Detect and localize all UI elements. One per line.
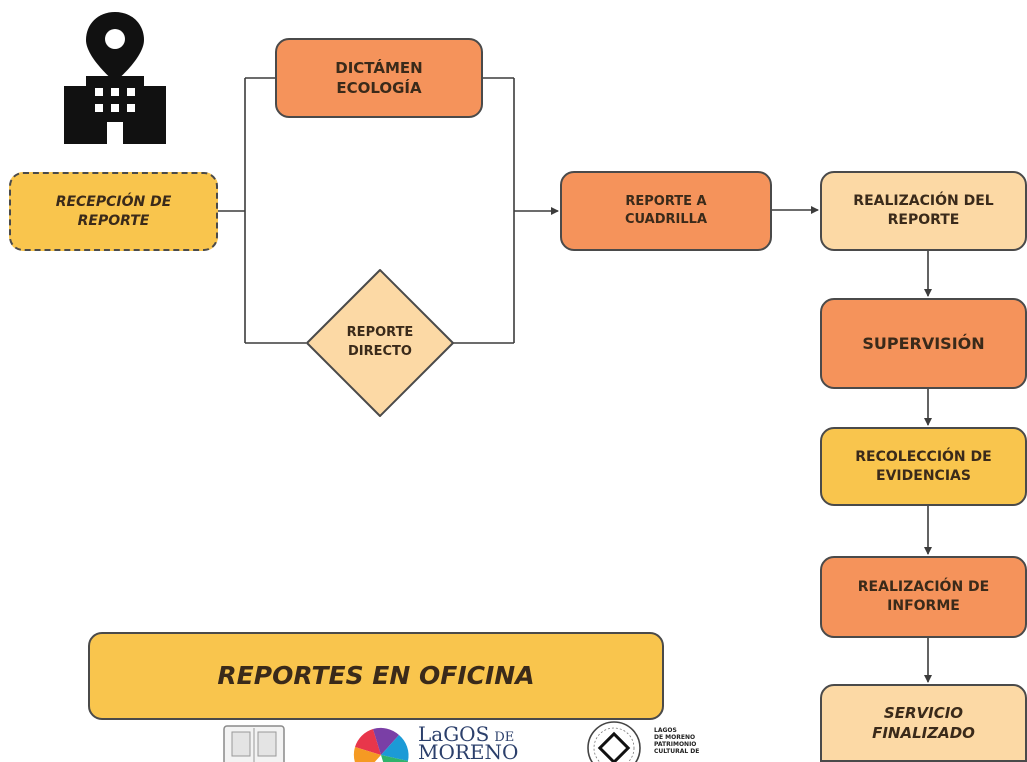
node-servicio-finalizado-label: SERVICIO FINALIZADO: [872, 703, 975, 742]
lagos-de-moreno-wordmark: LaGOS DE MORENO: [418, 722, 518, 762]
node-reporte-directo-diamond: [306, 269, 454, 417]
heritage-seal-icon: [587, 721, 641, 762]
location-pin-building-icon: [64, 12, 166, 144]
node-realizacion-reporte-label: REALIZACIÓN DEL REPORTE: [853, 193, 994, 228]
lagos-wordmark-line2: MORENO: [418, 740, 519, 762]
patrimonio-text: LAGOS DE MORENO PATRIMONIO CULTURAL DE: [654, 727, 700, 755]
node-realizacion-informe: REALIZACIÓN DE INFORME: [820, 556, 1027, 638]
node-recepcion-reporte-label: RECEPCIÓN DE REPORTE: [55, 193, 172, 229]
node-servicio-finalizado: SERVICIO FINALIZADO: [820, 684, 1027, 762]
node-realizacion-reporte: REALIZACIÓN DEL REPORTE: [820, 171, 1027, 251]
pinwheel-logo-icon: [353, 727, 409, 762]
node-recoleccion-evidencias: RECOLECCIÓN DE EVIDENCIAS: [820, 427, 1027, 506]
node-recepcion-reporte: RECEPCIÓN DE REPORTE: [9, 172, 218, 251]
node-supervision-label: SUPERVISIÓN: [862, 333, 985, 353]
node-reporte-directo-label: REPORTE DIRECTO: [346, 325, 414, 359]
node-realizacion-informe-label: REALIZACIÓN DE INFORME: [857, 579, 990, 614]
banner-label: REPORTES EN OFICINA: [217, 661, 535, 691]
node-supervision: SUPERVISIÓN: [820, 298, 1027, 389]
node-recoleccion-evidencias-label: RECOLECCIÓN DE EVIDENCIAS: [855, 448, 992, 484]
lagos-wordmark-de: DE: [494, 730, 515, 745]
node-reporte-cuadrilla-label: REPORTE A CUADRILLA: [624, 194, 708, 227]
municipal-shield-icon: [223, 725, 285, 762]
node-dictamen-ecologia: DICTÁMEN ECOLOGÍA: [275, 38, 483, 118]
node-reporte-cuadrilla: REPORTE A CUADRILLA: [560, 171, 772, 251]
node-dictamen-ecologia-label: DICTÁMEN ECOLOGÍA: [335, 58, 423, 97]
lagos-wordmark-line1: LaGOS: [418, 722, 490, 746]
node-reporte-directo: REPORTE DIRECTO: [305, 268, 455, 418]
banner-reportes-oficina: REPORTES EN OFICINA: [88, 632, 664, 720]
